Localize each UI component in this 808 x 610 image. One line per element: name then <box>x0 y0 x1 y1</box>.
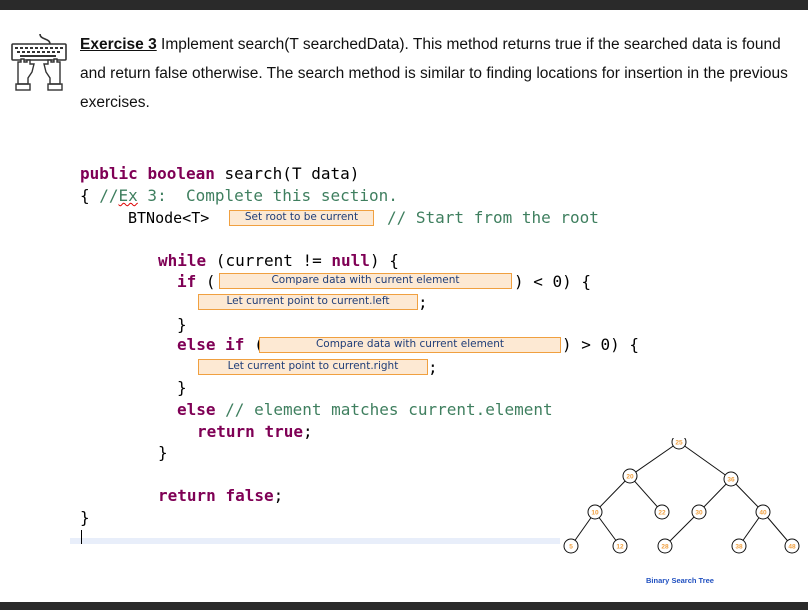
code-else-if-close: ) > 0) { <box>562 335 640 354</box>
bst-node-label-48: 48 <box>788 544 796 551</box>
code-elseif-brace-close: } <box>177 378 187 397</box>
bst-node-label-38: 38 <box>735 544 743 551</box>
code-else: else // element matches current.element <box>177 400 553 419</box>
bst-caption: Binary Search Tree <box>646 576 714 585</box>
bst-node-40 <box>755 504 771 520</box>
exercise-line-3: exercises. <box>80 94 150 111</box>
bst-node-25 <box>671 438 687 450</box>
code-if: if ( <box>177 272 216 291</box>
code-if-brace-close: } <box>177 315 187 334</box>
bst-node-label-20: 20 <box>626 474 634 481</box>
code-btnode: BTNode<T> <box>128 209 210 227</box>
code-return-false: return false; <box>158 486 284 505</box>
exercise-instructions: Exercise 3 Implement search(T searchedDa… <box>80 30 808 117</box>
code-comment-root: // Start from the root <box>387 208 599 227</box>
bst-node-label-36: 36 <box>727 477 735 484</box>
bst-node-20 <box>622 468 638 484</box>
text-cursor <box>81 530 82 544</box>
bst-node-36 <box>723 471 739 487</box>
bst-node-label-12: 12 <box>616 544 624 551</box>
code-method-signature: public boolean search(T data) <box>80 164 360 183</box>
bst-node-label-25: 25 <box>675 440 683 447</box>
code-comment-exercise: { //Ex 3: Complete this section. <box>80 186 398 205</box>
window-bottom-bar <box>0 602 808 610</box>
bst-node-38 <box>731 538 747 554</box>
blank-let-left: Let current point to current.left <box>198 294 418 310</box>
bst-node-label-28: 28 <box>661 544 669 551</box>
bst-node-30 <box>691 504 707 520</box>
blank-let-right: Let current point to current.right <box>198 359 428 375</box>
bst-node-10 <box>587 504 603 520</box>
editor-current-line-highlight <box>70 538 560 544</box>
code-while-close: } <box>158 443 168 462</box>
exercise-line-1: Implement search(T searchedData). This m… <box>156 36 781 53</box>
blank-set-root: Set root to be current <box>229 210 374 226</box>
code-while: while (current != null) { <box>158 251 399 270</box>
bst-node-28 <box>657 538 673 554</box>
bst-node-label-10: 10 <box>591 510 599 517</box>
code-semicolon-left: ; <box>418 293 428 312</box>
blank-compare-2: Compare data with current element <box>259 337 561 353</box>
binary-search-tree-diagram: 25 20 36 10 22 30 40 5 12 28 38 48 Binary Search Tr… <box>563 438 800 585</box>
code-if-close: ) < 0) { <box>514 272 592 291</box>
bst-node-12 <box>612 538 628 554</box>
bst-node-5 <box>563 538 579 554</box>
window-top-bar <box>0 0 808 10</box>
code-method-close: } <box>80 508 90 527</box>
bst-node-48 <box>784 538 800 554</box>
bst-node-label-5: 5 <box>569 544 573 551</box>
code-else-if: else if ( <box>177 335 264 354</box>
code-return-true: return true; <box>197 422 313 441</box>
bst-node-label-30: 30 <box>695 510 703 517</box>
keyboard-typing-icon <box>11 33 67 91</box>
bst-node-22 <box>654 504 670 520</box>
code-semicolon-right: ; <box>428 358 438 377</box>
blank-compare-1: Compare data with current element <box>219 273 512 289</box>
exercise-line-2: and return false otherwise. The search m… <box>80 65 788 82</box>
bst-node-label-22: 22 <box>658 510 666 517</box>
exercise-title: Exercise 3 <box>80 36 157 53</box>
bst-node-label-40: 40 <box>759 510 767 517</box>
slide-page: Exercise 3 Implement search(T searchedDa… <box>0 10 808 602</box>
